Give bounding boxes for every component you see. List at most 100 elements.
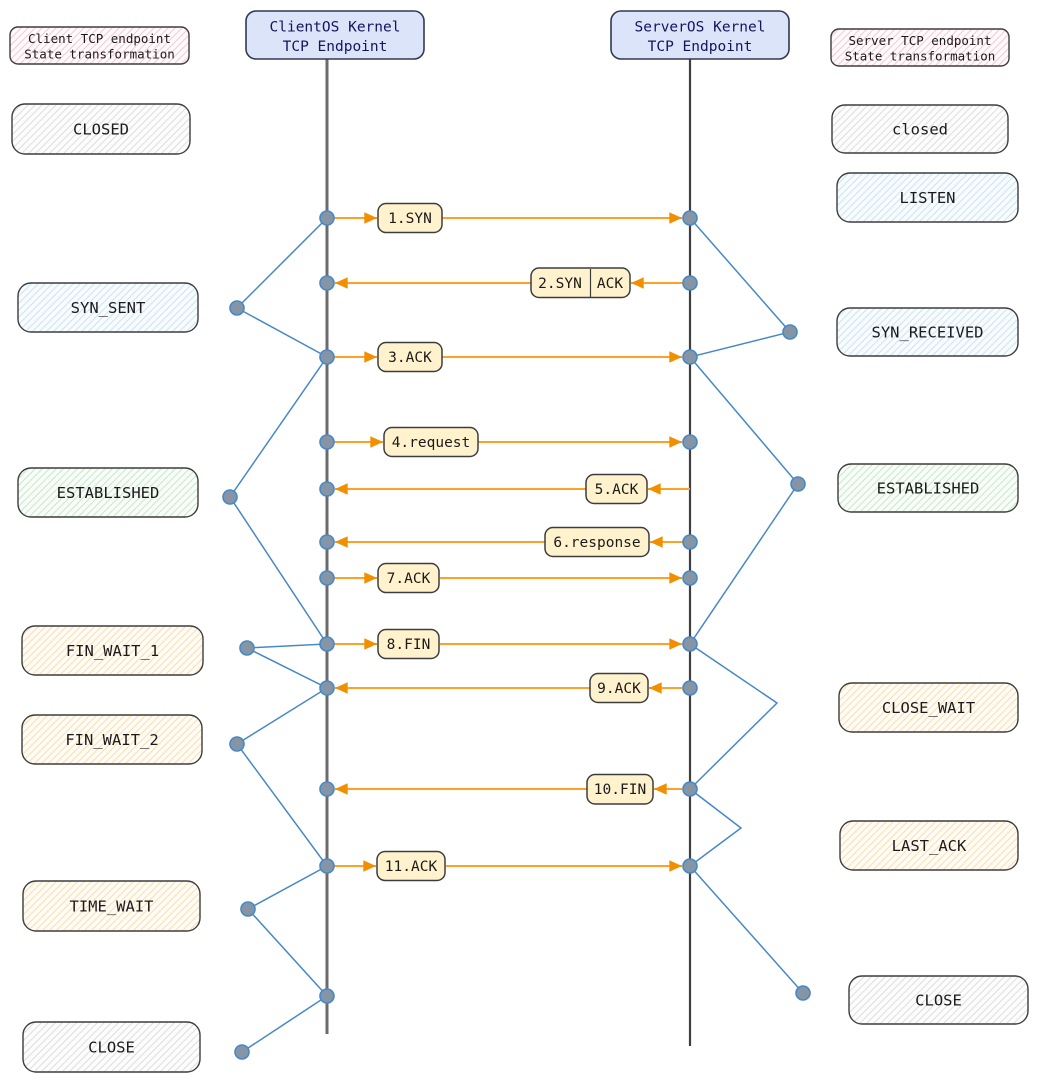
server-kernel-header: ServerOS Kernel TCP Endpoint — [610, 10, 790, 60]
message-7-ack: 7.ACK — [334, 562, 682, 594]
client-state-header: Client TCP endpoint State transformation — [9, 26, 190, 65]
lifeline-dot — [319, 481, 335, 497]
client-state-syn-sent: SYN_SENT — [17, 282, 199, 333]
server-state-syn-received: SYN_RECEIVED — [836, 307, 1019, 357]
state-box — [838, 682, 1019, 733]
kernel-box — [610, 10, 790, 60]
message-5-ack: 5.ACK — [335, 473, 690, 505]
message-label: 4.request — [392, 435, 471, 451]
lifeline-dot — [682, 636, 698, 652]
message-label-box — [586, 773, 654, 805]
lifeline-dot — [682, 570, 698, 586]
state-dot-fin-wait-2 — [229, 736, 245, 752]
state-dot-fin-wait-1 — [239, 640, 255, 656]
message-label-box — [585, 473, 648, 505]
server-state-transition-path — [688, 217, 804, 994]
kernel-box — [245, 10, 425, 60]
header-box — [830, 28, 1010, 67]
lifeline-dot — [319, 534, 335, 550]
server-state-closed: closed — [831, 104, 1009, 154]
message-label: 9.ACK — [597, 681, 641, 697]
server-state-header: Server TCP endpoint State transformation — [830, 28, 1010, 67]
state-box — [11, 103, 191, 155]
message-6-response: 6.response — [335, 526, 683, 558]
state-label: FIN_WAIT_1 — [66, 642, 159, 660]
kernel-line2: TCP Endpoint — [283, 39, 388, 55]
lifeline-dot — [682, 858, 698, 874]
state-dot-syn-sent — [229, 300, 245, 316]
state-box — [17, 467, 199, 518]
message-label: 8.FIN — [387, 637, 431, 653]
lifeline-dot — [319, 858, 335, 874]
state-box — [836, 172, 1019, 223]
client-state-transition-path — [229, 217, 329, 1053]
lifeline-dot — [319, 349, 335, 365]
header-box — [9, 26, 190, 65]
lifeline-dot — [682, 680, 698, 696]
lifeline-dot — [319, 781, 335, 797]
state-label: ESTABLISHED — [57, 484, 160, 502]
state-dot-time-wait — [240, 901, 256, 917]
message-label: 3.ACK — [388, 350, 432, 366]
header-line1: Server TCP endpoint — [849, 33, 992, 48]
message-label: 11.ACK — [385, 859, 438, 875]
message-11-ack: 11.ACK — [334, 850, 682, 882]
state-label: FIN_WAIT_2 — [65, 731, 158, 749]
state-box — [21, 625, 204, 676]
kernel-line1: ServerOS Kernel — [635, 20, 766, 36]
message-3-ack: 3.ACK — [334, 341, 682, 373]
message-label-box — [377, 202, 443, 234]
client-state-fin-wait-2: FIN_WAIT_2 — [21, 714, 203, 765]
message-label-2: ACK — [597, 276, 623, 292]
client-state-closed: CLOSED — [11, 103, 191, 155]
message-label-box — [383, 426, 479, 458]
state-box — [831, 104, 1009, 154]
server-state-established: ESTABLISHED — [837, 463, 1019, 513]
state-label: SYN_RECEIVED — [872, 324, 984, 342]
message-10-fin: 10.FIN — [335, 773, 682, 805]
state-dot-close — [795, 985, 811, 1001]
client-state-established: ESTABLISHED — [17, 467, 199, 518]
message-4-request: 4.request — [334, 426, 682, 458]
server-state-listen: LISTEN — [836, 172, 1019, 223]
client-lifeline-dots — [319, 210, 335, 1004]
lifeline-dot — [319, 434, 335, 450]
lifeline-dot — [682, 275, 698, 291]
state-label: LISTEN — [900, 189, 956, 207]
state-dot-syn-received — [782, 324, 798, 340]
message-label-box — [377, 628, 440, 660]
state-label: CLOSE — [915, 992, 962, 1010]
state-box — [848, 975, 1029, 1025]
lifeline-dot — [319, 275, 335, 291]
state-dot-established — [222, 489, 238, 505]
state-box — [22, 1021, 201, 1073]
state-label: closed — [892, 121, 948, 139]
message-label: 5.ACK — [595, 482, 639, 498]
lifeline-dot — [319, 636, 335, 652]
server-state-dots — [782, 324, 811, 1001]
client-state-fin-wait-1: FIN_WAIT_1 — [21, 625, 204, 676]
lifeline-dot — [319, 210, 335, 226]
message-label-box — [377, 341, 443, 373]
kernel-line1: ClientOS Kernel — [270, 20, 401, 36]
server-lifeline-dots — [682, 210, 698, 874]
message-2-syn-ack: 2.SYN ACK — [335, 267, 683, 299]
state-box — [21, 714, 203, 765]
state-label: CLOSE_WAIT — [882, 699, 975, 717]
server-state-close: CLOSE — [848, 975, 1029, 1025]
state-label: CLOSE — [88, 1039, 135, 1057]
message-1-syn: 1.SYN — [334, 202, 682, 234]
message-9-ack: 9.ACK — [335, 672, 682, 704]
message-label: 6.response — [553, 535, 640, 551]
lifeline-dot — [682, 434, 698, 450]
message-label-box — [544, 526, 650, 558]
message-label-box — [377, 562, 440, 594]
header-line1: Client TCP endpoint — [28, 31, 171, 46]
message-label: 1.SYN — [388, 211, 432, 227]
message-label-box — [589, 672, 649, 704]
header-line2: State transformation — [845, 49, 996, 64]
state-dot-established — [790, 476, 806, 492]
client-kernel-header: ClientOS Kernel TCP Endpoint — [245, 10, 425, 60]
